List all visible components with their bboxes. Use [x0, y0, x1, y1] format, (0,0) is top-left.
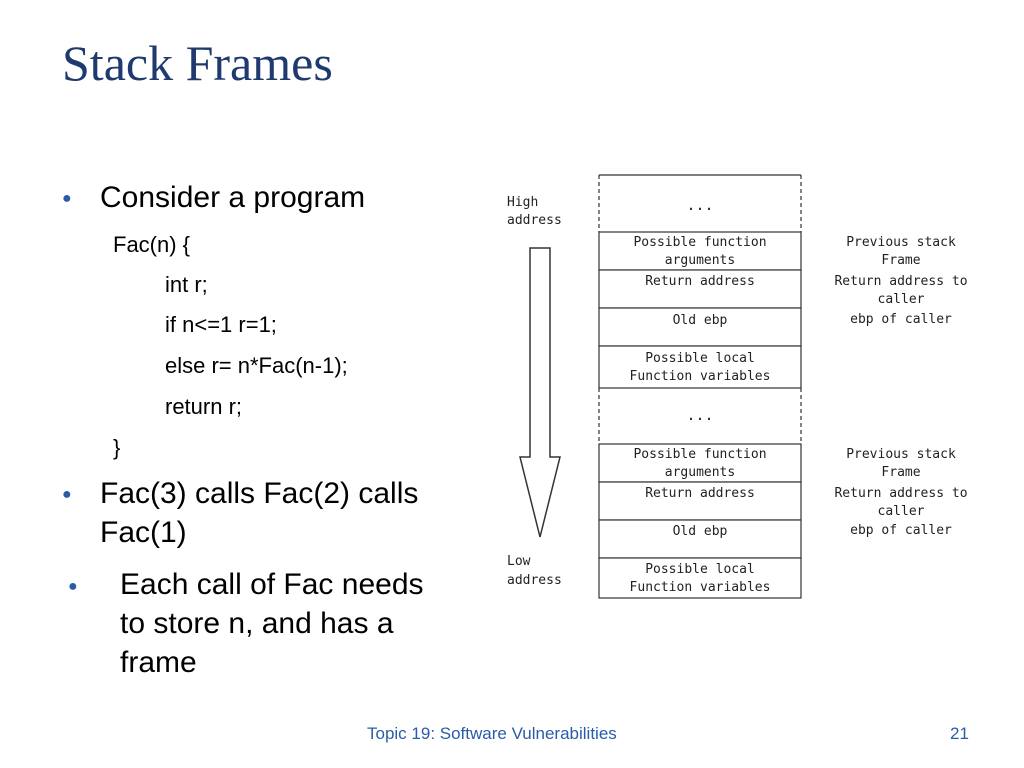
bullet-dot: ●: [62, 486, 72, 503]
frame-args-label: Possible function: [633, 235, 766, 250]
frame-return-label: Return address: [645, 274, 755, 289]
footer-topic: Topic 19: Software Vulnerabilities: [367, 724, 617, 743]
side-return-caller-label: caller: [878, 504, 925, 519]
stack-ellipsis-top: [598, 174, 802, 232]
side-ebp-caller-label: ebp of caller: [850, 523, 952, 538]
high-address-label: High: [507, 195, 538, 210]
stack-ellipsis-text: ...: [686, 406, 713, 424]
low-address-label: Low: [507, 554, 531, 569]
code-line-5: return r;: [165, 394, 243, 419]
side-prev-frame-label: Frame: [881, 253, 920, 268]
code-line-2: int r;: [165, 272, 208, 297]
code-line-4: else r= n*Fac(n-1);: [165, 353, 348, 378]
stack-ellipsis-text: ...: [686, 196, 713, 214]
frame-locals-label: Function variables: [630, 369, 771, 384]
side-ebp-caller-label: ebp of caller: [850, 312, 952, 327]
slide-title: Stack Frames: [62, 35, 333, 91]
side-prev-frame-label: Previous stack: [846, 447, 956, 462]
frame-args-label: arguments: [665, 465, 735, 480]
frame-ebp-label: Old ebp: [673, 524, 728, 539]
stack-frame-diagram: High address Low address ... Possible fu…: [507, 174, 968, 599]
side-prev-frame-label: Previous stack: [846, 235, 956, 250]
frame-args-label: Possible function: [633, 447, 766, 462]
frame-args-label: arguments: [665, 253, 735, 268]
frame-locals-label: Possible local: [645, 562, 755, 577]
side-return-caller-label: Return address to: [834, 486, 967, 501]
bullet-each-line-3: frame: [120, 646, 197, 679]
frame-locals-label: Possible local: [645, 351, 755, 366]
stack-ellipsis-middle: [598, 388, 802, 444]
code-line-1: Fac(n) {: [113, 232, 191, 257]
low-address-label: address: [507, 573, 562, 588]
frame-locals-label: Function variables: [630, 580, 771, 595]
bullet-consider: Consider a program: [100, 181, 366, 214]
stack-frame-upper: [598, 231, 802, 389]
down-arrow-icon: [519, 247, 561, 538]
side-return-caller-label: caller: [878, 292, 925, 307]
code-line-3: if n<=1 r=1;: [165, 312, 277, 337]
bullet-dot: ●: [68, 578, 78, 595]
bullet-dot: ●: [62, 190, 72, 207]
high-address-label: address: [507, 213, 562, 228]
side-prev-frame-label: Frame: [881, 465, 920, 480]
stack-frame-lower: [598, 443, 802, 599]
code-line-6: }: [113, 435, 121, 460]
side-return-caller-label: Return address to: [834, 274, 967, 289]
footer-page-number: 21: [950, 724, 969, 743]
bullet-calls-line-1: Fac(3) calls Fac(2) calls: [100, 477, 419, 510]
frame-ebp-label: Old ebp: [673, 313, 728, 328]
bullet-calls-line-2: Fac(1): [100, 516, 187, 549]
frame-return-label: Return address: [645, 486, 755, 501]
bullet-each-line-2: to store n, and has a: [120, 607, 394, 640]
bullet-each-line-1: Each call of Fac needs: [120, 568, 424, 601]
